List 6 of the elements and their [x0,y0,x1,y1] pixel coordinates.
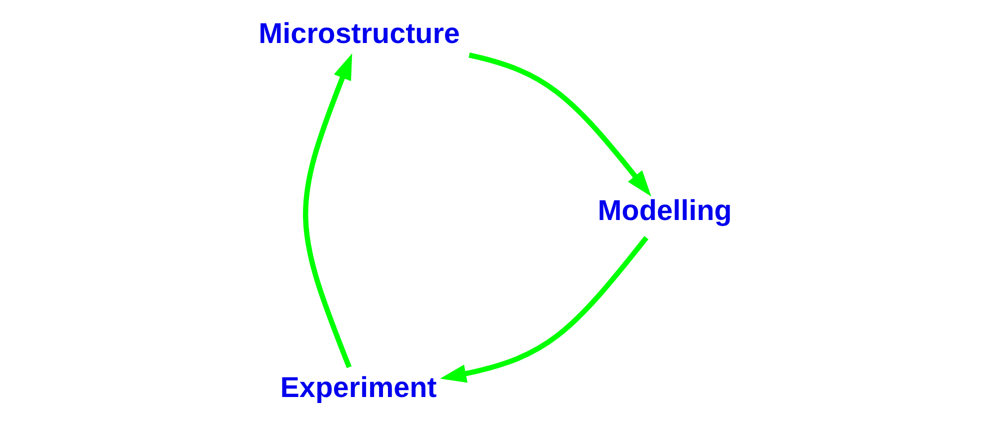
arrow [468,52,652,197]
node-text: Modelling [598,195,732,228]
node-text: Experiment [280,372,437,404]
arrow [303,53,352,368]
arrow [440,236,648,383]
node-text: Microstructure [258,18,460,50]
